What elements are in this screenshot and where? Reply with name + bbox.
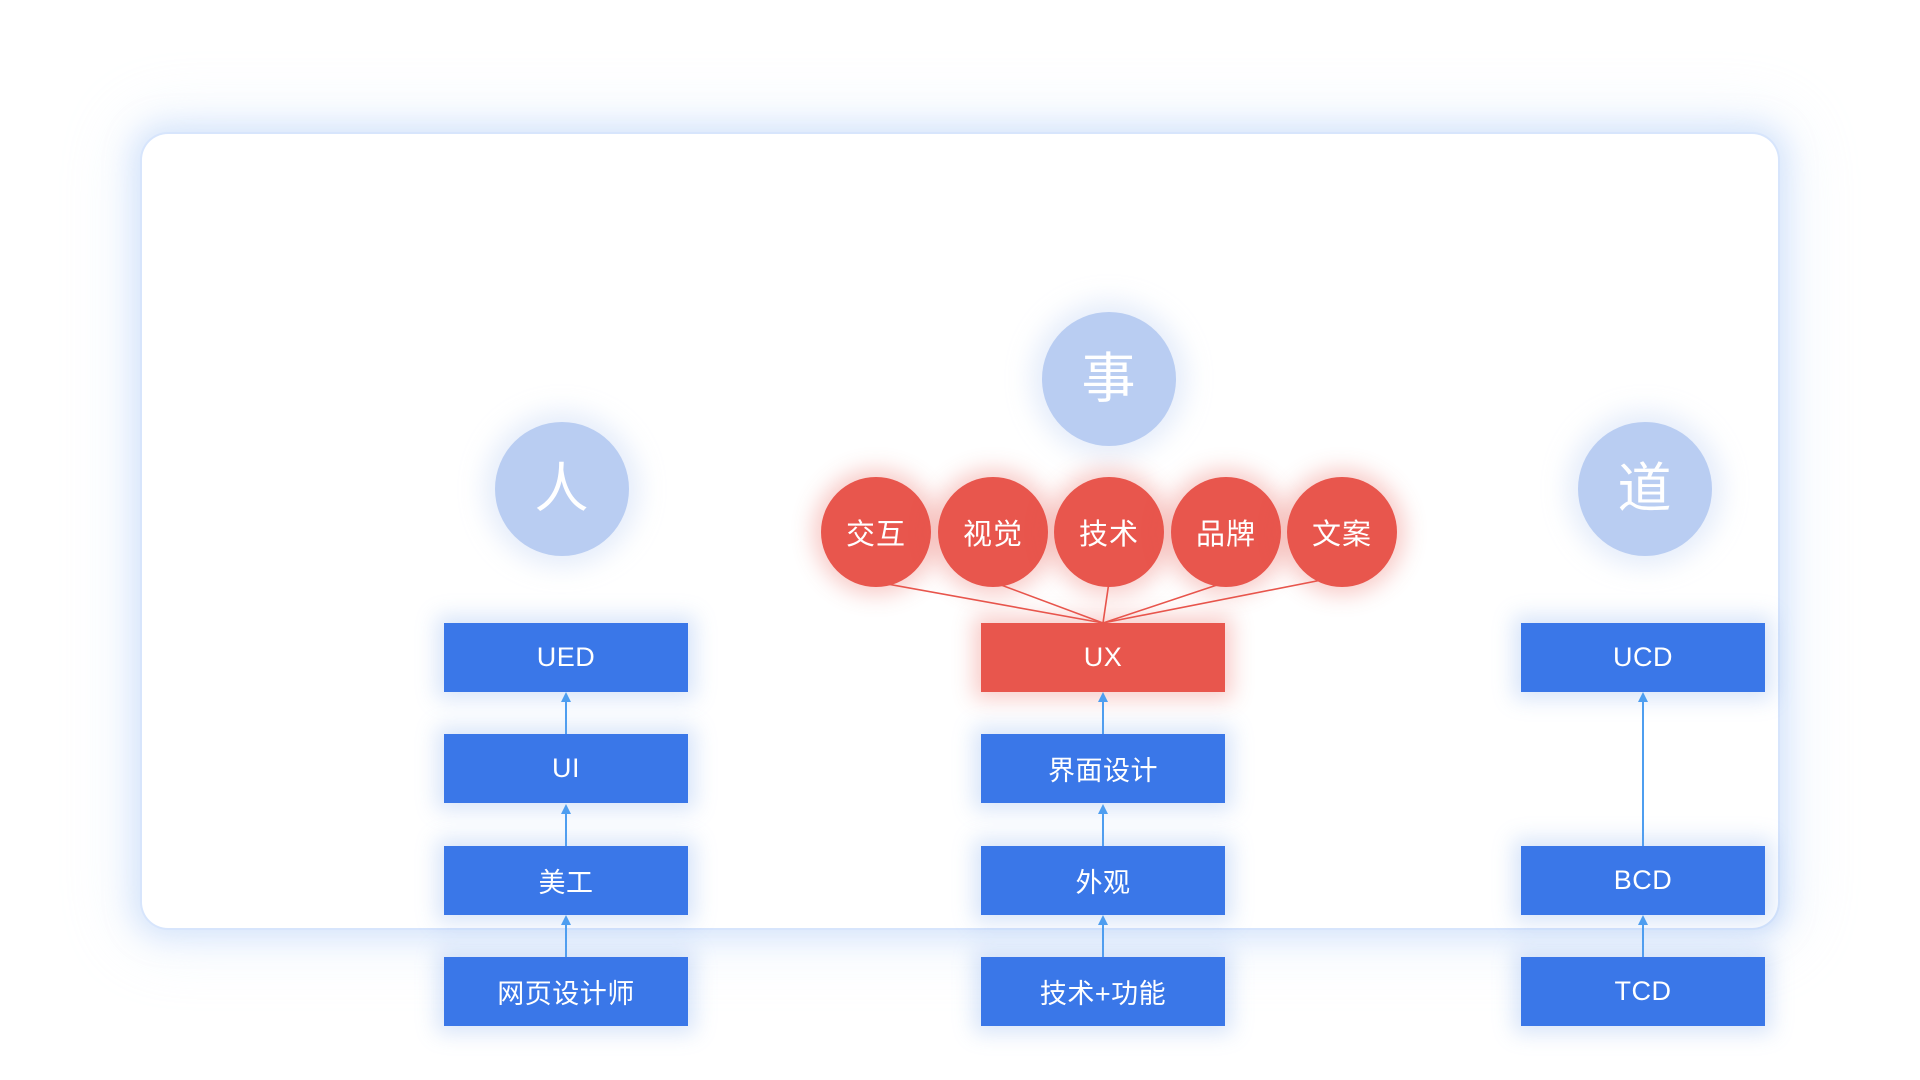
node-box-tcd-label: TCD [1614, 976, 1672, 1006]
concept-circle-ren-label: 人 [534, 459, 590, 519]
node-box-ucd[interactable]: UCD [1521, 623, 1765, 692]
facet-circle-copywriting[interactable]: 文案 [1287, 477, 1397, 587]
concept-circle-shi-label: 事 [1081, 349, 1137, 409]
arrow-uidesign-to-ux [1098, 692, 1108, 734]
node-box-web-designer-label: 网页设计师 [497, 979, 635, 1009]
arrow-shaft [1642, 700, 1644, 846]
arrow-shaft [565, 923, 567, 957]
arrow-head-icon [1098, 804, 1108, 814]
arrow-tcd-to-bcd [1638, 915, 1648, 957]
node-box-ui[interactable]: UI [444, 734, 688, 803]
facet-circle-visual-label: 视觉 [962, 519, 1023, 551]
arrow-shaft [565, 700, 567, 734]
arrow-webdesigner-to-meigong [561, 915, 571, 957]
arrow-shaft [1102, 700, 1104, 734]
arrow-head-icon [1098, 692, 1108, 702]
arrow-meigong-to-ui [561, 804, 571, 846]
node-box-tcd[interactable]: TCD [1521, 957, 1765, 1026]
node-box-ux[interactable]: UX [981, 623, 1225, 692]
facet-circle-interaction[interactable]: 交互 [821, 477, 931, 587]
facet-circle-technology[interactable]: 技术 [1054, 477, 1164, 587]
arrow-head-icon [1638, 915, 1648, 925]
node-box-bcd-label: BCD [1613, 865, 1673, 895]
arrow-head-icon [561, 804, 571, 814]
arrow-head-icon [1098, 915, 1108, 925]
concept-circle-dao-label: 道 [1617, 459, 1673, 519]
arrow-bcd-to-ucd [1638, 692, 1648, 846]
node-box-web-designer[interactable]: 网页设计师 [444, 957, 688, 1026]
diagram-card: 事 人 道 交互 视觉 技术 [142, 134, 1778, 1026]
arrow-head-icon [1638, 692, 1648, 702]
node-box-ued[interactable]: UED [444, 623, 688, 692]
node-box-meigong-label: 美工 [538, 868, 594, 898]
arrow-shaft [1102, 812, 1104, 846]
node-box-ued-label: UED [536, 642, 596, 672]
arrow-head-icon [561, 915, 571, 925]
facet-circle-visual[interactable]: 视觉 [938, 477, 1048, 587]
arrow-appearance-to-interface-design [1098, 804, 1108, 846]
facet-circle-brand[interactable]: 品牌 [1171, 477, 1281, 587]
node-box-meigong[interactable]: 美工 [444, 846, 688, 915]
arrow-shaft [565, 812, 567, 846]
node-box-interface-design[interactable]: 界面设计 [981, 734, 1225, 803]
arrow-head-icon [561, 692, 571, 702]
concept-circle-dao: 道 [1578, 422, 1712, 556]
arrow-ui-to-ued [561, 692, 571, 734]
facet-circle-technology-label: 技术 [1078, 519, 1139, 551]
node-box-interface-design-label: 界面设计 [1048, 756, 1158, 786]
node-box-bcd[interactable]: BCD [1521, 846, 1765, 915]
facet-circle-interaction-label: 交互 [845, 519, 906, 551]
concept-circle-shi: 事 [1042, 312, 1176, 446]
arrow-shaft [1102, 923, 1104, 957]
arrow-shaft [1642, 923, 1644, 957]
node-box-ux-label: UX [1083, 642, 1123, 672]
node-box-appearance[interactable]: 外观 [981, 846, 1225, 915]
node-box-tech-function[interactable]: 技术+功能 [981, 957, 1225, 1026]
concept-circle-ren: 人 [495, 422, 629, 556]
node-box-ui-label: UI [552, 753, 580, 783]
node-box-tech-function-label: 技术+功能 [1039, 979, 1167, 1009]
node-box-appearance-label: 外观 [1075, 868, 1131, 898]
facet-circle-copywriting-label: 文案 [1311, 519, 1372, 551]
facet-circle-row: 交互 视觉 技术 品牌 文案 [821, 477, 1397, 589]
facet-circle-brand-label: 品牌 [1195, 519, 1256, 551]
node-box-ucd-label: UCD [1613, 642, 1673, 672]
arrow-tech-function-to-appearance [1098, 915, 1108, 957]
